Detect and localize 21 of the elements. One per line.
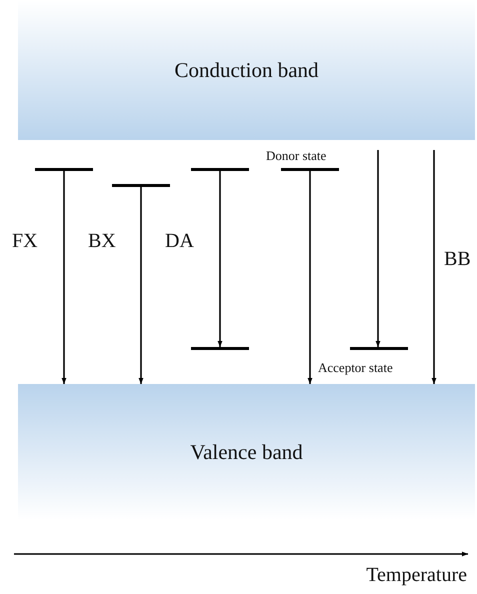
energy-level — [350, 347, 408, 350]
edge-label: DA — [165, 230, 194, 253]
edge-label: BB — [444, 248, 471, 271]
state-label: Acceptor state — [318, 360, 393, 376]
axis-label: Temperature — [366, 564, 467, 587]
arrow — [138, 187, 144, 384]
band-label: Valence band — [190, 440, 303, 464]
energy-level — [191, 347, 249, 350]
arrow — [432, 150, 436, 384]
edge-label: FX — [12, 230, 38, 253]
arrow — [218, 171, 222, 347]
arrow — [62, 171, 66, 384]
band-label: Conduction band — [174, 58, 319, 82]
arrow — [308, 171, 312, 384]
energy-level — [112, 184, 170, 187]
edge-label: BX — [88, 230, 116, 253]
energy-level — [191, 168, 249, 171]
energy-level — [35, 168, 93, 171]
state-label: Donor state — [266, 148, 326, 164]
arrow — [376, 150, 380, 347]
energy-level — [281, 168, 339, 171]
